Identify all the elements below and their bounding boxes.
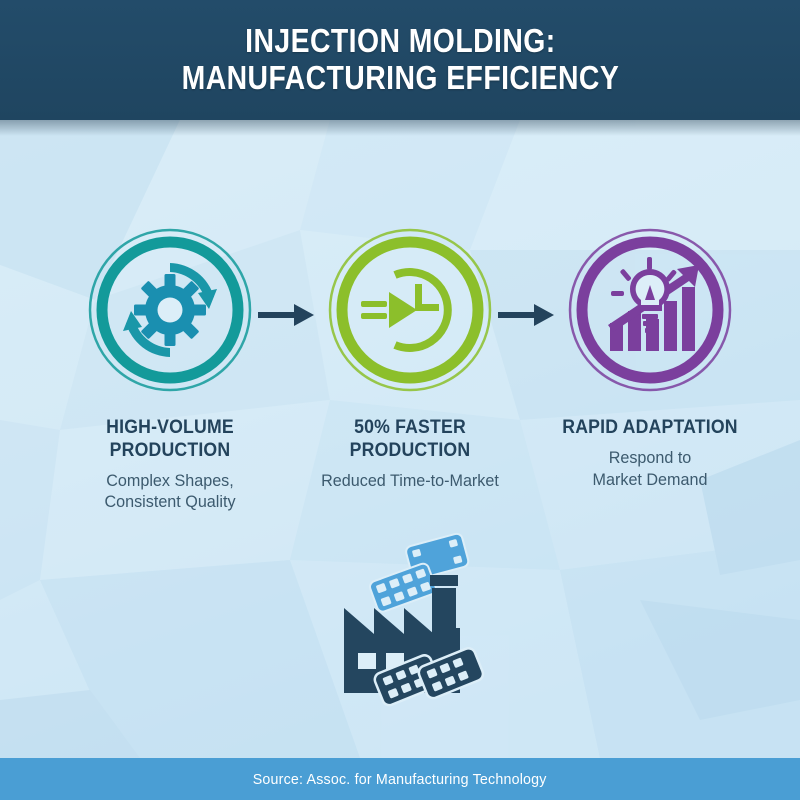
factory-illustration [344,532,485,707]
step-item-high-volume-production: HIGH-VOLUME PRODUCTION Complex Shapes, C… [45,225,295,513]
gear-cycle-icon [88,228,252,392]
arrow-step1-to-step2 [258,304,314,326]
gear-cycle-icon-wrapper [85,225,255,395]
fast-clock-icon [328,228,492,392]
source-attribution: Source: Assoc. for Manufacturing Technol… [253,770,547,788]
step-subtitle: Reduced Time-to-Market [321,470,499,490]
step-subtitle: Complex Shapes, Consistent Quality [104,470,236,512]
step-item-faster-production: 50% FASTER PRODUCTION Reduced Time-to-Ma… [285,225,535,491]
lightbulb-growth-chart-icon [568,228,732,392]
footer-bar: Source: Assoc. for Manufacturing Technol… [0,758,800,800]
step-subtitle: Respond to Market Demand [592,447,708,489]
step-title: 50% FASTER PRODUCTION [349,417,471,461]
header-bar: INJECTION MOLDING: MANUFACTURING EFFICIE… [0,0,800,136]
page-title: INJECTION MOLDING: MANUFACTURING EFFICIE… [181,22,619,96]
step-title: HIGH-VOLUME PRODUCTION [106,417,234,461]
step-item-rapid-adaptation: RAPID ADAPTATION Respond to Market Deman… [525,225,775,490]
lightbulb-growth-chart-icon-wrapper [565,225,735,395]
arrow-step2-to-step3 [498,304,554,326]
step-title: RAPID ADAPTATION [562,417,738,438]
steps-row: HIGH-VOLUME PRODUCTION Complex Shapes, C… [0,225,800,525]
fast-clock-icon-wrapper [325,225,495,395]
